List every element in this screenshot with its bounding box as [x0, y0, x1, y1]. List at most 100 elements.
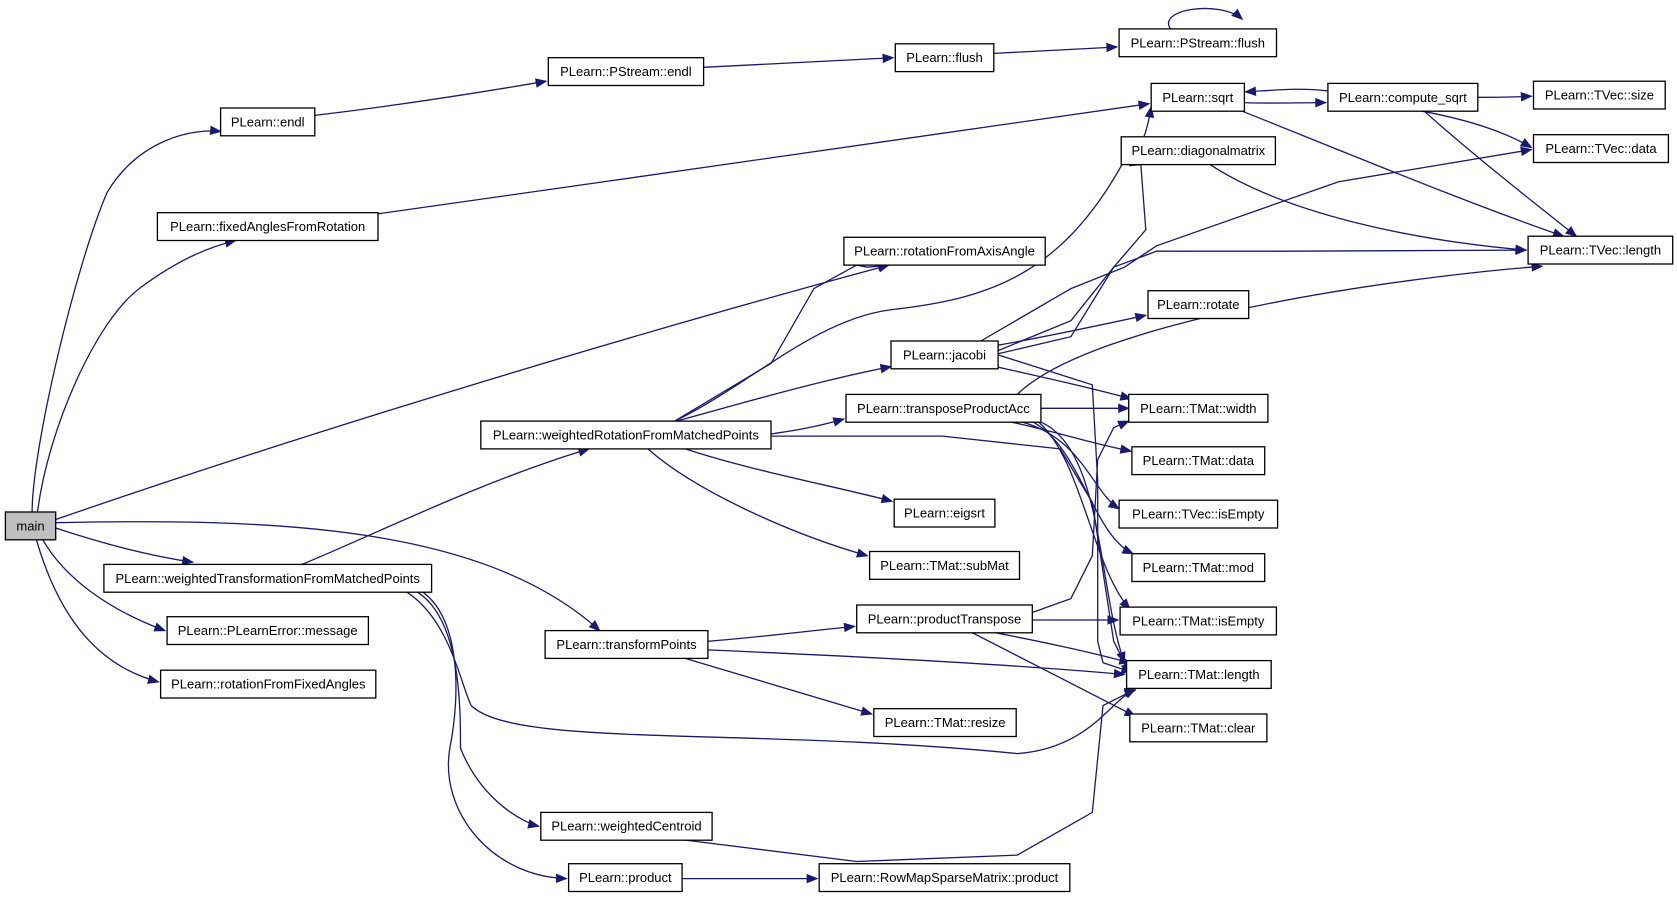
call-edge [377, 100, 1151, 215]
node-fixedAngles[interactable]: PLearn::fixedAnglesFromRotation [156, 212, 379, 242]
call-edge-line [1022, 421, 1120, 510]
call-edge [417, 591, 541, 829]
call-edge-line [36, 239, 236, 513]
node-tmat_resize[interactable]: PLearn::TMat::resize [873, 708, 1017, 738]
call-edge-line [55, 527, 193, 563]
node-tmat_length[interactable]: PLearn::TMat::length [1125, 659, 1272, 690]
node-plearnError[interactable]: PLearn::PLearnError::message [166, 616, 370, 646]
call-edge-line [1209, 164, 1527, 251]
call-edge-arrowhead [1107, 499, 1121, 510]
node-box [1120, 136, 1277, 166]
node-wTransFromMP[interactable]: PLearn::weightedTransformationFromMatche… [103, 563, 433, 593]
call-edge-arrowhead [1134, 312, 1148, 323]
call-edge-arrowhead [1520, 146, 1533, 157]
node-main[interactable]: main [4, 511, 57, 541]
call-edge [1241, 110, 1565, 238]
call-edge [35, 539, 160, 684]
node-endl[interactable]: PLearn::endl [219, 107, 316, 137]
node-label: PLearn::TVec::length [1540, 243, 1661, 258]
node-weightedCentroid[interactable]: PLearn::weightedCentroid [540, 811, 713, 841]
node-sqrt[interactable]: PLearn::sqrt [1150, 82, 1246, 112]
node-label: PLearn::PLearnError::message [178, 623, 358, 638]
node-box [156, 212, 379, 242]
call-edge-line [685, 448, 893, 502]
node-box [1147, 290, 1250, 320]
call-edge [422, 591, 568, 884]
call-edge-arrowhead [1138, 100, 1151, 110]
node-rotate[interactable]: PLearn::rotate [1147, 290, 1250, 320]
call-edge-line [422, 591, 567, 880]
call-edge [1423, 110, 1578, 238]
call-edge-line [685, 688, 1136, 863]
node-rotFromFixed[interactable]: PLearn::rotationFromFixedAngles [159, 669, 377, 699]
node-productTranspose[interactable]: PLearn::productTranspose [856, 604, 1033, 634]
node-wRotFromMP[interactable]: PLearn::weightedRotationFromMatchedPoint… [480, 420, 772, 450]
call-edge-arrowhead [879, 363, 893, 374]
node-tvec_size[interactable]: PLearn::TVec::size [1532, 80, 1666, 110]
node-tmat_width[interactable]: PLearn::TMat::width [1128, 393, 1269, 423]
node-jacobi[interactable]: PLearn::jacobi [890, 340, 999, 370]
call-edge-arrowhead [1113, 668, 1126, 679]
call-edge [314, 78, 548, 117]
node-box [480, 420, 772, 450]
node-box [890, 340, 999, 370]
node-product[interactable]: PLearn::product [567, 863, 683, 893]
node-compute_sqrt[interactable]: PLearn::compute_sqrt [1327, 82, 1479, 112]
call-edge-arrowhead [882, 53, 895, 64]
node-diagonalmatrix[interactable]: PLearn::diagonalmatrix [1120, 136, 1277, 166]
node-tvec_length[interactable]: PLearn::TVec::length [1527, 235, 1674, 265]
call-edge [682, 873, 819, 884]
call-edge [1038, 421, 1131, 611]
call-nodes: mainPLearn::endlPLearn::PStream::endlPLe… [4, 28, 1674, 893]
node-label: PLearn::compute_sqrt [1339, 90, 1467, 105]
node-flush[interactable]: PLearn::flush [894, 43, 995, 73]
node-box [219, 107, 316, 137]
node-label: PLearn::endl [231, 114, 305, 129]
call-edge-arrowhead [1244, 86, 1257, 97]
call-edge-line [1038, 421, 1131, 610]
node-tmat_isEmpty[interactable]: PLearn::TMat::isEmpty [1119, 606, 1278, 636]
node-box [868, 550, 1021, 580]
node-box [873, 708, 1017, 738]
call-edge-arrowhead [832, 417, 846, 427]
call-edge [685, 688, 1137, 863]
node-transformPoints[interactable]: PLearn::transformPoints [544, 629, 709, 660]
call-edge-line [1241, 110, 1564, 237]
node-pstream_endl[interactable]: PLearn::PStream::endl [547, 57, 705, 87]
node-label: PLearn::jacobi [903, 347, 986, 362]
call-edge-line [980, 148, 1532, 342]
node-eigsrt[interactable]: PLearn::eigsrt [893, 498, 996, 528]
node-label: PLearn::TMat::isEmpty [1132, 614, 1265, 629]
call-edge [55, 263, 891, 521]
node-pstream_flush[interactable]: PLearn::PStream::flush [1118, 28, 1278, 58]
call-edge [1421, 110, 1533, 149]
node-transposeProdAcc[interactable]: PLearn::transposeProductAcc [845, 393, 1042, 423]
node-tvec_data[interactable]: PLearn::TVec::data [1532, 134, 1670, 164]
node-label: PLearn::TMat::subMat [880, 558, 1009, 573]
call-edge-arrowhead [806, 873, 819, 884]
call-edge [42, 539, 167, 632]
call-edge [1209, 164, 1528, 254]
call-edge-line [703, 57, 894, 68]
node-rotFromAxis[interactable]: PLearn::rotationFromAxisAngle [843, 236, 1046, 266]
node-tmat_mod[interactable]: PLearn::TMat::mod [1131, 553, 1266, 583]
node-rowmap_product[interactable]: PLearn::RowMapSparseMatrix::product [818, 863, 1071, 893]
node-submat[interactable]: PLearn::TMat::subMat [868, 550, 1021, 580]
call-edge-arrowhead [147, 674, 160, 684]
node-label: PLearn::TMat::length [1138, 667, 1259, 682]
node-tmat_data[interactable]: PLearn::TMat::data [1131, 446, 1266, 476]
node-tvec_isEmpty[interactable]: PLearn::TVec::isEmpty [1118, 499, 1279, 529]
call-edge-arrowhead [588, 620, 601, 632]
call-edge-line [1245, 88, 1328, 93]
node-box [1131, 446, 1266, 476]
call-edge [1244, 86, 1328, 97]
call-edge-line [314, 80, 547, 117]
node-label: PLearn::sqrt [1162, 90, 1233, 105]
call-edge-arrowhead [1123, 688, 1137, 699]
call-edge-arrowhead [856, 548, 869, 558]
node-tmat_clear[interactable]: PLearn::TMat::clear [1129, 713, 1268, 743]
call-edge [997, 245, 1528, 355]
node-box [1125, 659, 1272, 690]
call-edge-arrowhead [1118, 403, 1131, 414]
call-edge-line [1011, 421, 1132, 452]
